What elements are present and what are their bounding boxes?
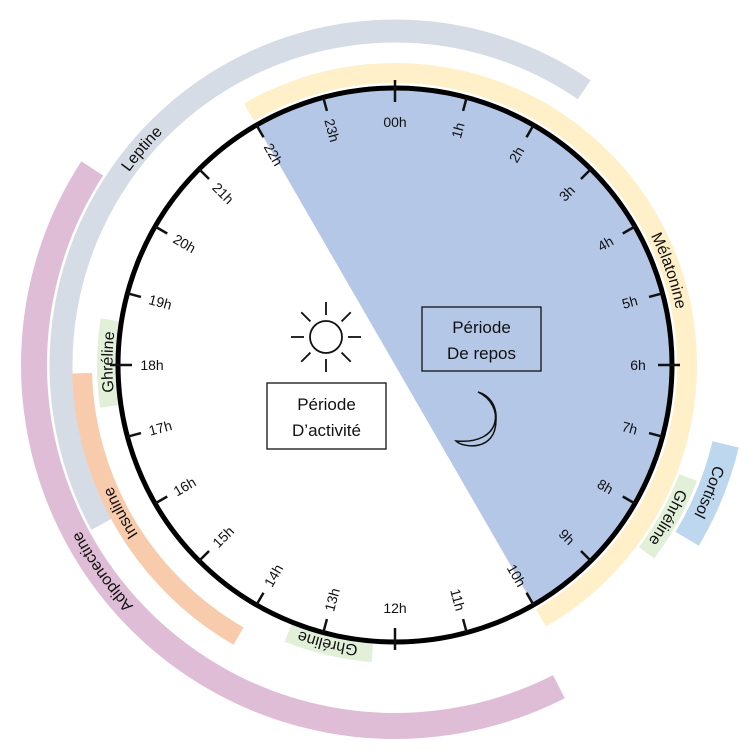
hour-label: 17h: [147, 417, 174, 439]
activity-period-box: Période D’activité: [266, 382, 387, 450]
rest-period-area: [256, 88, 672, 605]
adiponectine-arc: [21, 161, 565, 739]
hour-label: 8h: [595, 476, 616, 498]
hour-label: 19h: [147, 291, 174, 313]
hour-tick: [525, 592, 535, 606]
hour-label: 11h: [447, 587, 468, 613]
hour-tick: [461, 97, 468, 112]
hour-tick: [322, 97, 329, 112]
hour-tick: [580, 550, 592, 562]
sun-ray: [340, 311, 352, 323]
clock-face: [115, 85, 675, 645]
hour-tick: [622, 225, 636, 235]
hour-label: 00h: [383, 114, 406, 130]
rest-label-line1: Période: [452, 318, 511, 337]
hour-tick: [127, 431, 142, 438]
hour-tick: [198, 168, 210, 180]
hour-tick: [580, 168, 592, 180]
activity-label-line2: D’activité: [292, 421, 361, 440]
cortisol-arc: [675, 441, 739, 546]
sun-icon: [291, 302, 361, 372]
hour-tick: [461, 618, 468, 633]
hormone-band-ghreline: Ghréline: [97, 318, 121, 408]
hour-label: 5h: [620, 292, 639, 311]
ghreline-arc: [638, 474, 698, 559]
hour-label: 6h: [630, 357, 646, 373]
hour-tick: [198, 550, 210, 562]
hour-label: 18h: [140, 357, 163, 373]
activity-label-line1: Période: [297, 395, 356, 414]
hour-tick: [127, 292, 142, 299]
sun-ray: [340, 351, 352, 363]
hour-label: 13h: [321, 586, 343, 613]
hour-tick: [154, 225, 168, 235]
hormone-band-cortisol: Cortisol: [675, 441, 739, 546]
moon-icon: [454, 391, 497, 447]
hour-label: 23h: [321, 117, 343, 144]
hour-label: 12h: [383, 600, 406, 616]
hour-tick: [622, 495, 636, 505]
rest-label-line2: De repos: [447, 344, 516, 363]
hour-ticks: [110, 80, 680, 650]
hour-tick: [255, 592, 265, 606]
rest-box-frame: [421, 306, 542, 372]
ghreline-label: Ghréline: [99, 330, 118, 393]
hour-tick: [255, 124, 265, 138]
sun-disc: [309, 320, 343, 354]
rest-period-box: Période De repos: [421, 306, 542, 372]
hour-tick: [154, 495, 168, 505]
hour-tick: [648, 431, 663, 438]
hour-label: 2h: [506, 144, 528, 165]
leptine-arc: [49, 19, 591, 530]
hour-label: 7h: [620, 418, 639, 437]
melatonine-arc: [244, 63, 697, 627]
hour-tick: [322, 618, 329, 633]
hour-tick: [648, 292, 663, 299]
sun-ray: [300, 351, 312, 363]
hour-tick: [525, 124, 535, 138]
activity-box-frame: [266, 382, 387, 450]
hour-label: 4h: [595, 233, 616, 255]
hour-label: 1h: [448, 121, 467, 140]
insuline-arc: [72, 372, 244, 645]
ghreline-arc: [284, 623, 374, 663]
ghreline-arc: [97, 318, 121, 408]
sun-ray: [300, 311, 312, 323]
